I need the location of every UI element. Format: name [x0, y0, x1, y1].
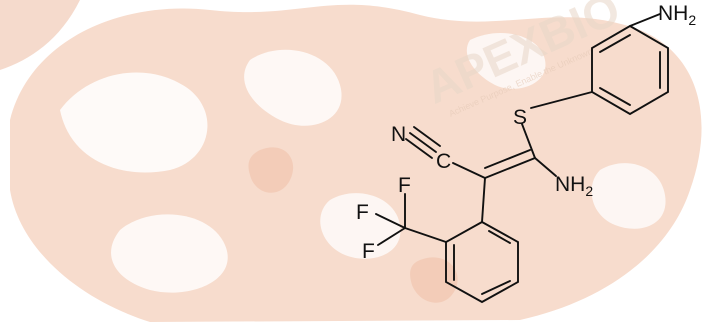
blob-hole-6: [591, 163, 666, 229]
fluorine-bottom-label: F: [362, 240, 375, 263]
benzene-ring-top: [591, 24, 669, 116]
amine-mid-label: NH2: [555, 173, 593, 199]
ring-bottom-double-2: [481, 280, 511, 295]
bonds: [375, 13, 669, 304]
blob-hole-1: [60, 72, 208, 173]
bond-ring-s: [530, 91, 593, 109]
fluorine-top-label: F: [398, 174, 411, 197]
bond-cf-bottom: [377, 227, 406, 246]
bond-c-ring: [481, 177, 486, 223]
sulfur-label: S: [513, 106, 527, 129]
bond-cc-1: [484, 157, 536, 179]
ring-top-double-3: [599, 87, 631, 106]
nitrogen-label: N: [391, 123, 406, 146]
blob-hole-4: [320, 193, 401, 259]
bond-s-c: [521, 123, 536, 159]
fluorine-left-label: F: [356, 201, 369, 224]
blob-spot-1: [248, 147, 294, 193]
amine-top-label: NH2: [658, 2, 696, 28]
bond-c-cn: [452, 162, 486, 179]
triple-bond-1: [409, 132, 437, 153]
nitrile-carbon-label: C: [436, 150, 451, 173]
triple-bond-3: [405, 138, 433, 159]
bond-ring-cf3: [404, 227, 447, 243]
blob-hole-3: [111, 214, 228, 293]
ring-top-double-1: [599, 34, 631, 53]
bond-ring-nh2: [629, 13, 661, 27]
blob-corner: [0, 0, 80, 70]
bond-cc-2: [484, 149, 531, 169]
bond-cf-left: [375, 213, 406, 229]
blob-hole-2: [244, 49, 342, 126]
blob-hole-5: [466, 32, 546, 89]
atom-labels: NH2 S N C NH2 F F F: [356, 2, 696, 263]
ring-bottom-double-1: [488, 230, 511, 244]
triple-bond-2: [413, 126, 441, 147]
bond-c-nh2: [534, 157, 557, 177]
